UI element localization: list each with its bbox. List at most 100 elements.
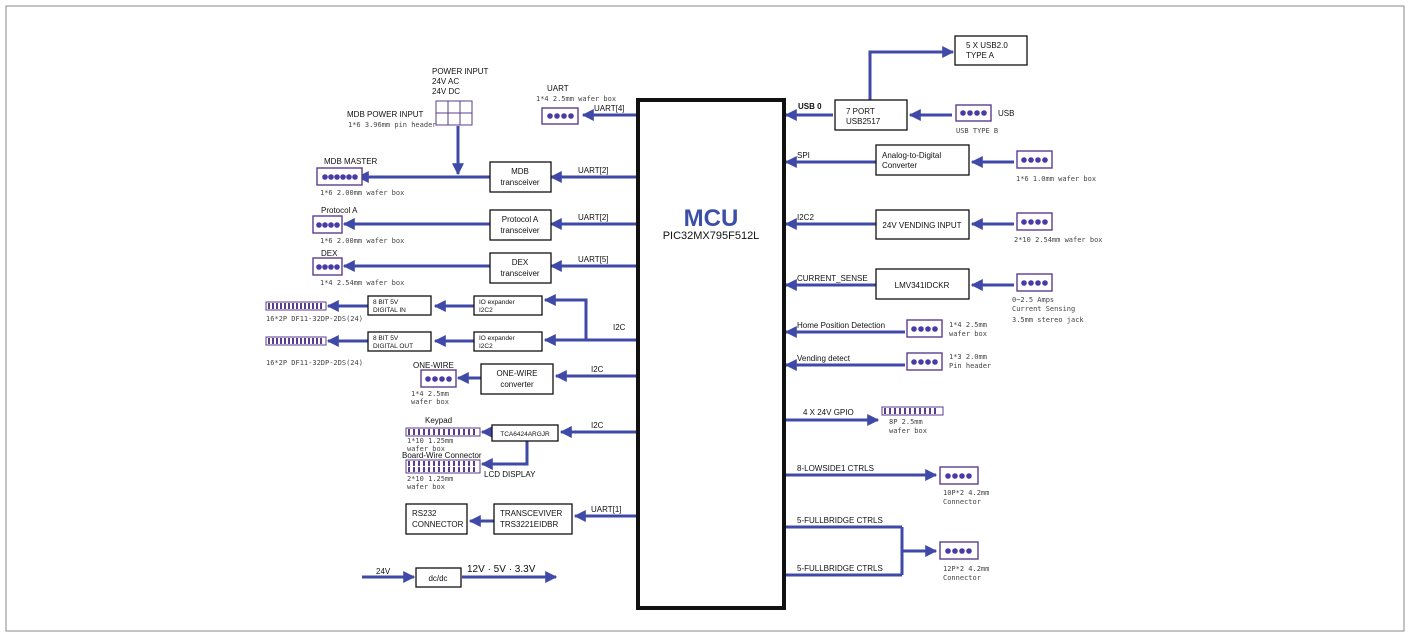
vending-detect-note-2: Pin header [949,362,991,370]
bus-label-gpio: 4 X 24V GPIO [803,408,854,417]
header-pin [924,408,926,414]
home-note-1: 1*4 2.5mm [949,321,987,329]
connector-body [906,319,943,338]
pin [328,222,334,228]
board-wire-header [405,459,481,474]
power-cell [435,112,449,126]
pin [432,376,438,382]
digital-out-line1: 8 BIT 5V [373,335,399,342]
one-wire-converter-line1: ONE-WIRE [497,369,538,378]
header-pin [428,461,430,466]
header-pin [423,467,425,472]
mdb-master-connector [316,167,363,186]
header-pin [428,467,430,472]
header-pin [284,338,286,344]
header-pin [929,408,931,414]
pin [547,113,553,119]
header-pin [463,429,465,435]
header-pin [276,338,278,344]
protocol-a-transceiver-line1: Protocol A [502,215,539,224]
header-pin [312,338,314,344]
current-sense-note-3: 3.5mm stereo jack [1012,316,1084,324]
board-wire-label: Board-Wire Connector [402,451,482,460]
pin [1042,157,1048,163]
one-wire-label: ONE-WIRE [413,361,454,370]
right-blocks: 5 X USB2.0 TYPE A 7 PORT USB2517 Analog-… [834,35,1028,300]
header-pin [418,461,420,466]
usb-hub-line1: 7 PORT [846,107,875,116]
digital-in-line2: DIGITAL IN [373,307,406,314]
header-pin [268,303,270,309]
connector-body [1016,150,1053,169]
header-pin [914,408,916,414]
keypad-label: Keypad [425,416,452,425]
io-expander-2-line2: I2C2 [479,343,493,350]
header-pin [288,303,290,309]
io-expander-1-box [473,295,543,316]
header-pin [899,408,901,414]
header-pin [413,429,415,435]
header-pin [473,429,475,435]
df11-out-header [265,336,327,346]
tca-label: TCA6424ARGJR [500,431,550,438]
header-pin [468,461,470,466]
board-wire-note-2: wafer box [407,483,445,491]
pin [425,376,431,382]
header-pin [468,429,470,435]
header-pin [453,461,455,466]
pin [1021,219,1027,225]
uart-connector-label: UART [547,84,569,93]
bus-label-i2c-io: I2C [613,323,626,332]
header-pin [308,338,310,344]
pin [328,264,334,270]
pin [340,174,346,180]
header-pin [448,467,450,472]
header-pin [438,461,440,466]
vending-input-connector [1016,212,1053,231]
pin [932,326,938,332]
output-rails-label: 12V · 5V · 3.3V [467,564,536,575]
header-pin [413,461,415,466]
header-pin [909,408,911,414]
header-pin [423,429,425,435]
io-expander-2-line1: IO expander [479,335,516,342]
bus-label-lowside: 8-LOWSIDE1 CTRLS [797,464,874,473]
usb2-type-a-line2: TYPE A [966,51,995,60]
power-cell [459,112,473,126]
header-pin [433,429,435,435]
lmv-box [875,268,970,300]
bus-label-fullbridge-2: 5-FULLBRIDGE CTRLS [797,564,883,573]
header-pin [473,467,475,472]
usb-label: USB [998,109,1014,118]
header-pin [408,429,410,435]
rs232-line1: RS232 [412,509,437,518]
connector-body [1016,212,1053,231]
adc-connector [1016,150,1053,169]
mdb-power-input-label: MDB POWER INPUT [347,110,424,119]
connector-body [955,104,992,122]
rs232-line2: CONNECTOR [412,520,464,529]
header-pin [428,429,430,435]
header-pin [443,461,445,466]
power-cell [435,100,449,114]
header-pin [438,467,440,472]
current-sense-note-2: Current Sensing [1012,305,1075,313]
header-pin [316,338,318,344]
home-position-connector [906,319,943,338]
bus-label-i2c2: I2C2 [797,213,814,222]
mdb-power-input-note: 1*6 3.96mm pin header [348,121,437,129]
pin [960,110,966,116]
connector-body [1016,273,1053,292]
pin [316,264,322,270]
power-cell [459,100,473,114]
usb-hub-line2: USB2517 [846,117,881,126]
wires [326,46,1014,583]
header-pin [934,408,936,414]
header-pin [458,461,460,466]
usb-type-b-connector [955,104,992,122]
pin [446,376,452,382]
adc-box [875,144,970,176]
bus-label-spi: SPI [797,151,810,160]
pin [911,359,917,365]
header-pin [894,408,896,414]
